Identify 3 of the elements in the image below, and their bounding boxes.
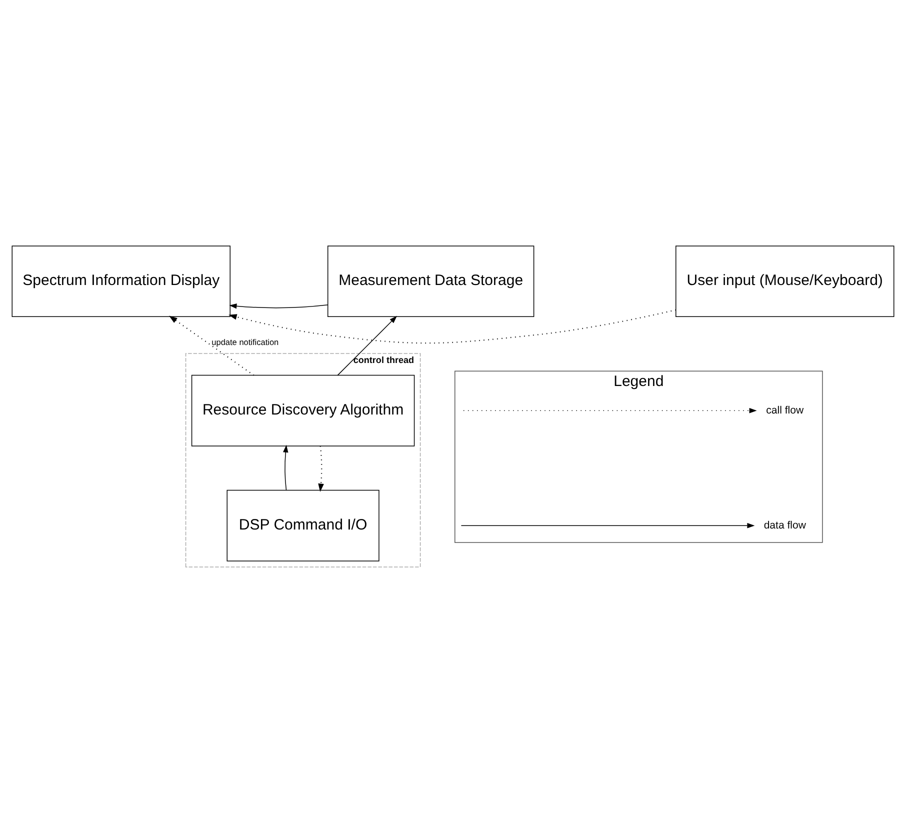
legend-label: call flow — [766, 404, 804, 416]
legend-label: data flow — [763, 519, 806, 532]
edge-label: update notification — [211, 338, 278, 348]
